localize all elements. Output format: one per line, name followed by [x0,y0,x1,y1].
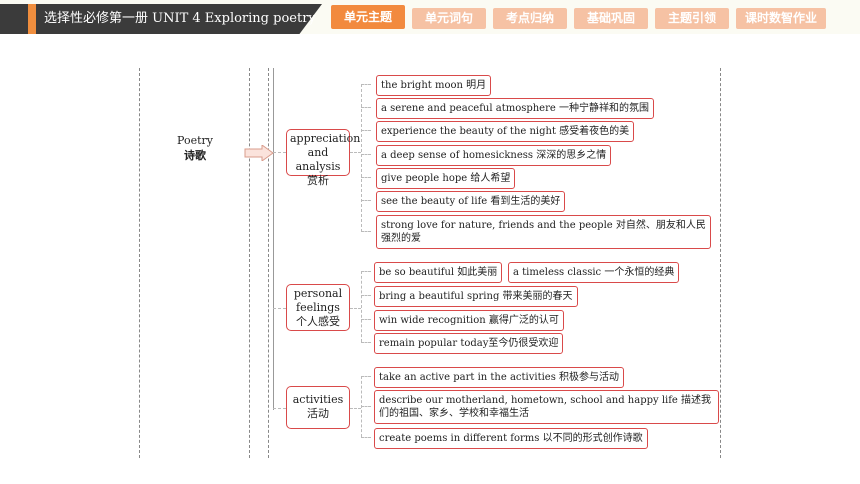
connector [361,437,371,438]
root-zh: 诗歌 [184,149,206,162]
list-item: win wide recognition 赢得广泛的认可 [374,310,564,331]
category-appreciation: appreciation and analysis 赏析 [286,129,361,187]
connector [273,408,286,409]
page-title: 选择性必修第一册 UNIT 4 Exploring poetry [44,11,316,26]
tab-basic-practice[interactable]: 基础巩固 [574,8,648,29]
list-item: a timeless classic 一个永恒的经典 [508,262,680,283]
connector [350,152,361,153]
connector [361,200,371,201]
connector [361,271,362,342]
list-item: the bright moon 明月 [376,75,492,96]
connector [361,84,362,232]
tab-unit-theme[interactable]: 单元主题 [331,5,405,29]
connector [350,308,361,309]
frame-line-left [139,68,140,458]
category-spine [273,68,274,410]
category-activities: activities 活动 [286,386,350,429]
connector [273,308,286,309]
connector [361,342,371,343]
list-item: give people hope 给人希望 [376,168,516,189]
arrow-right-icon [244,145,274,161]
frame-line-mid [249,68,250,458]
list-item: strong love for nature, friends and the … [376,215,711,249]
connector [350,408,361,409]
connector [361,84,371,85]
frame-line-inner [268,68,269,458]
connector [361,406,371,407]
connector [361,130,371,131]
category-zh: 赏析 [307,174,329,187]
category-zh: 个人感受 [296,315,340,328]
list-item: remain popular today至今仍很受欢迎 [374,333,564,354]
tab-key-points[interactable]: 考点归纳 [493,8,567,29]
tab-theme-guide[interactable]: 主题引领 [655,8,729,29]
connector [361,295,371,296]
list-item: see the beauty of life 看到生活的美好 [376,191,566,212]
list-item: create poems in different forms 以不同的形式创作… [374,428,648,449]
tab-homework[interactable]: 课时数智作业 [736,8,826,29]
connector [273,152,286,153]
list-item: a serene and peaceful atmosphere 一种宁静祥和的… [376,98,654,119]
connector [361,177,371,178]
category-zh: 活动 [307,407,329,420]
connector [361,319,371,320]
tab-unit-vocab[interactable]: 单元词句 [412,8,486,29]
frame-line-right [720,68,721,458]
connector [361,376,371,377]
connector [361,271,371,272]
connector [361,231,371,232]
list-item: a deep sense of homesickness 深深的思乡之情 [376,145,612,166]
category-en: activities [292,393,344,406]
list-item: describe our motherland, hometown, schoo… [374,390,719,424]
list-item: be so beautiful 如此美丽 [374,262,503,283]
list-item: bring a beautiful spring 带来美丽的春天 [374,286,578,307]
category-en: personal feelings [293,287,343,314]
list-item: take an active part in the activities 积极… [374,367,625,388]
title-bar [0,4,322,34]
category-personal-feelings: personal feelings 个人感受 [286,284,350,331]
category-en: appreciation and analysis [290,132,361,173]
root-en: Poetry [177,134,213,147]
root-node: Poetry 诗歌 [172,133,218,163]
connector [361,154,371,155]
title-accent [28,4,36,34]
list-item: experience the beauty of the night 感受着夜色… [376,121,635,142]
connector [361,107,371,108]
